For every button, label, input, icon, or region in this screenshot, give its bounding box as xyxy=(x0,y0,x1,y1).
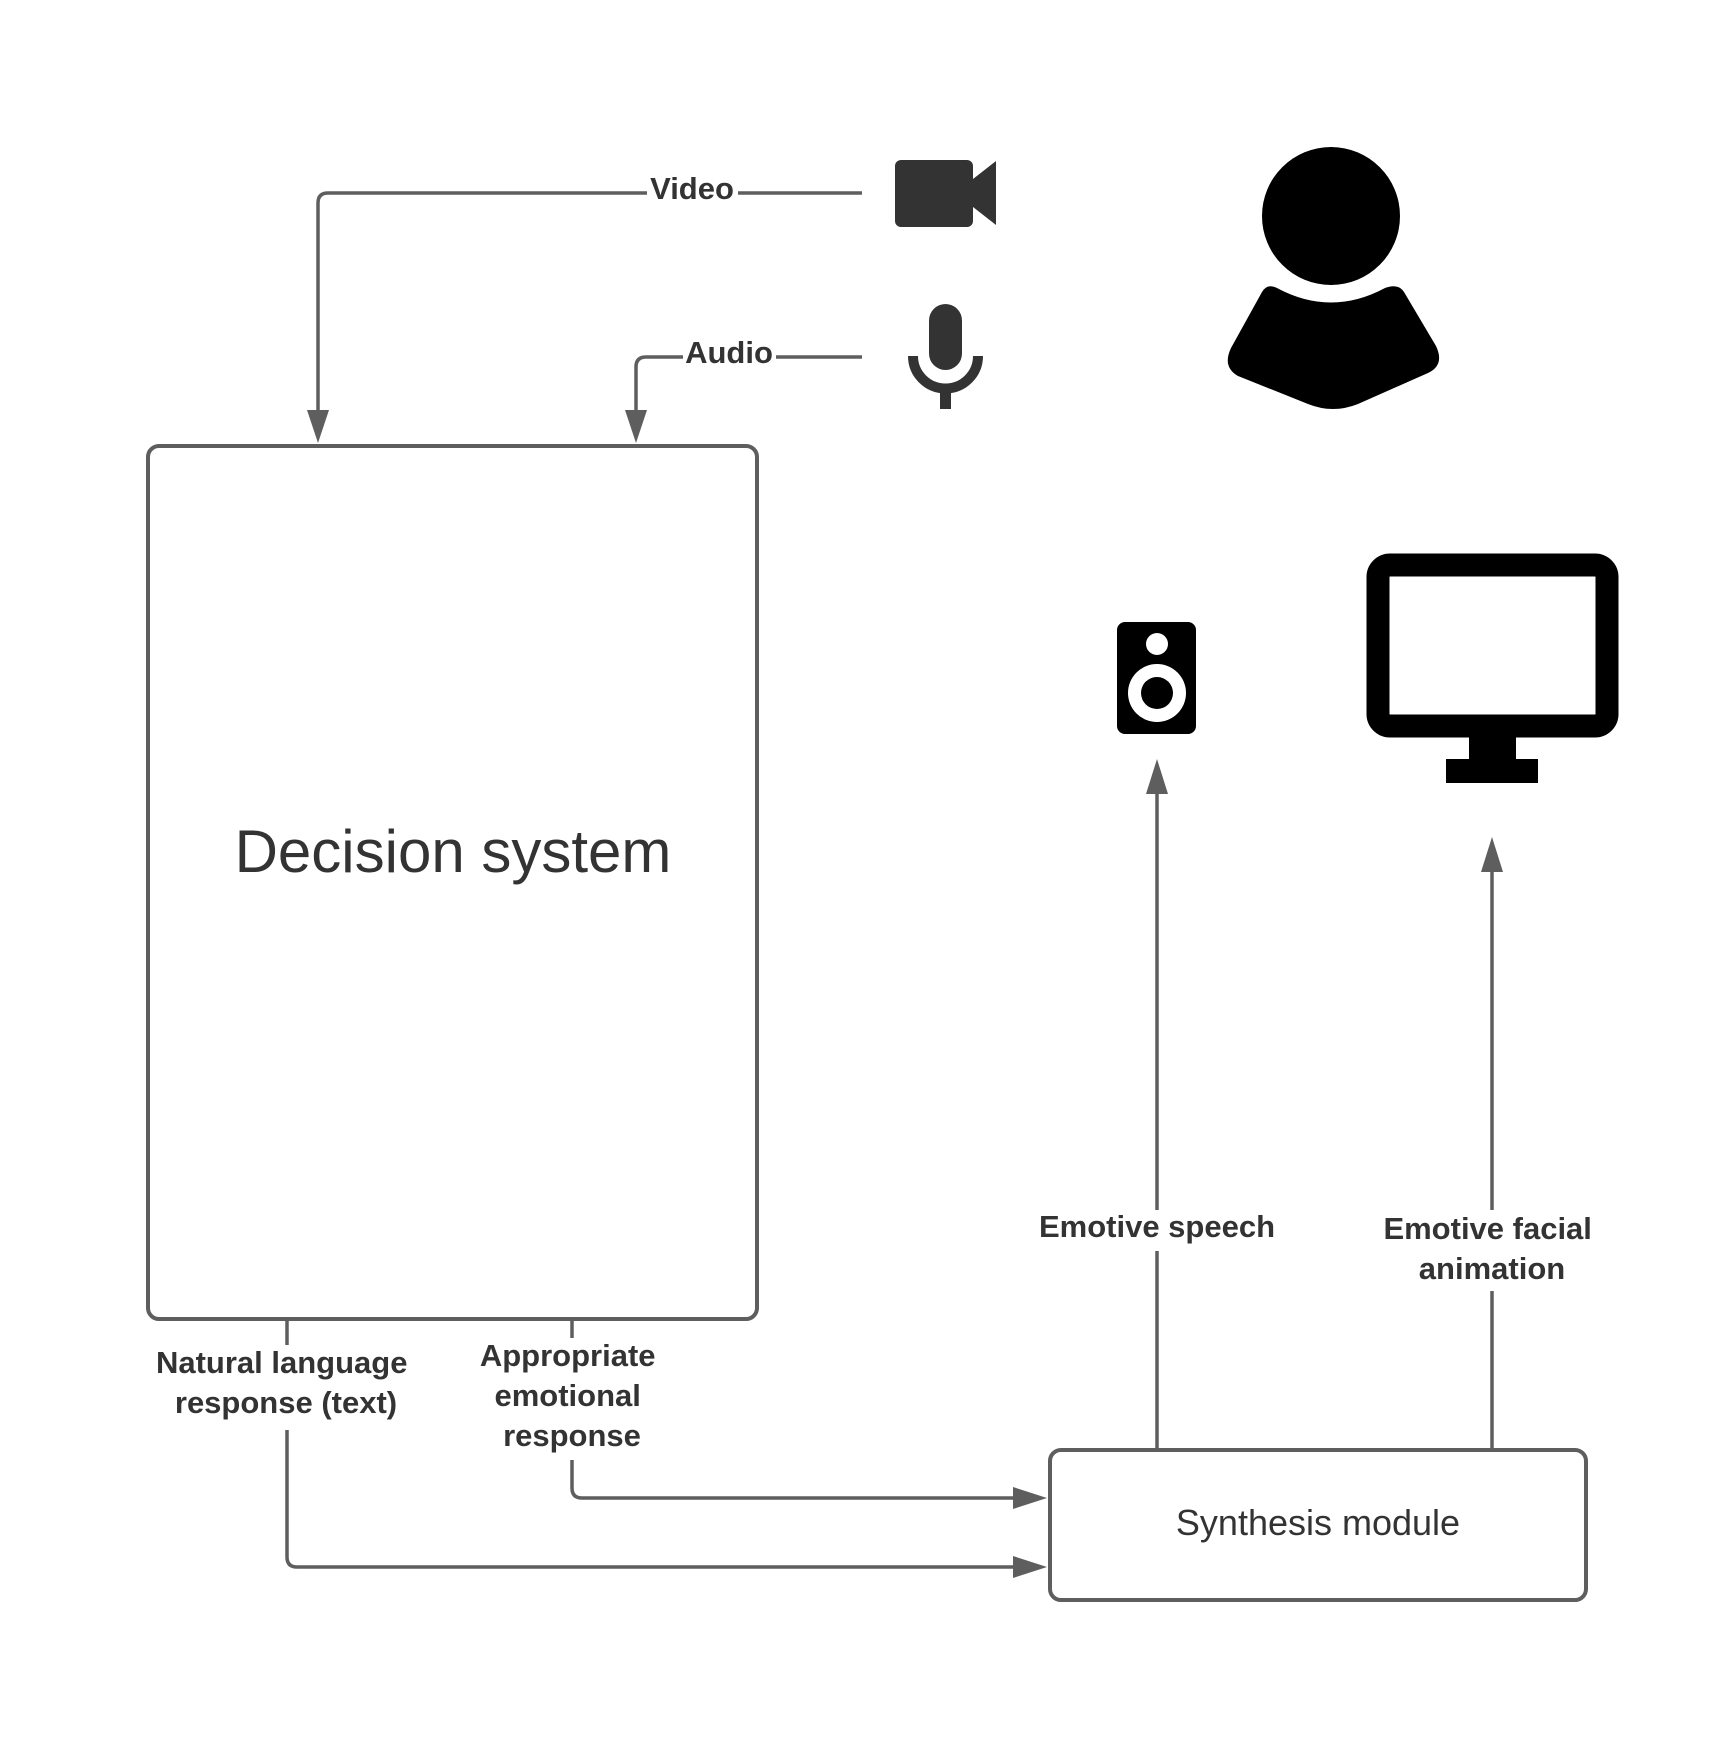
microphone-icon xyxy=(908,304,983,409)
emotional-response-label-line3: response xyxy=(503,1418,641,1453)
video-connector: Video xyxy=(307,171,862,443)
audio-label: Audio xyxy=(685,335,773,370)
user-icon xyxy=(1227,147,1440,409)
emotional-response-label: Appropriate emotional response xyxy=(480,1338,664,1453)
decision-system-label: Decision system xyxy=(235,818,672,885)
audio-connector: Audio xyxy=(625,335,862,443)
natural-language-label: Natural language response (text) xyxy=(156,1345,416,1420)
emotive-facial-label-line1: Emotive facial xyxy=(1383,1211,1591,1246)
video-camera-icon xyxy=(895,160,996,227)
emotional-response-label-line1: Appropriate xyxy=(480,1338,656,1373)
emotive-facial-label-line2: animation xyxy=(1419,1251,1565,1286)
speaker-icon xyxy=(1117,622,1196,734)
natural-language-connector: Natural language response (text) xyxy=(156,1321,1047,1578)
emotional-response-label-line2: emotional xyxy=(494,1378,640,1413)
natural-language-label-line1: Natural language xyxy=(156,1345,408,1380)
synthesis-module-label: Synthesis module xyxy=(1176,1502,1460,1543)
emotive-speech-connector: Emotive speech xyxy=(1039,759,1275,1449)
monitor-icon xyxy=(1366,553,1619,783)
emotive-facial-label: Emotive facial animation xyxy=(1383,1211,1600,1286)
decision-system-node[interactable]: Decision system xyxy=(146,444,759,1321)
video-label: Video xyxy=(650,171,734,206)
natural-language-label-line2: response (text) xyxy=(175,1385,397,1420)
emotive-facial-connector: Emotive facial animation xyxy=(1383,837,1600,1449)
synthesis-module-node[interactable]: Synthesis module xyxy=(1048,1448,1588,1602)
emotional-response-connector: Appropriate emotional response xyxy=(480,1321,1047,1509)
emotive-speech-label: Emotive speech xyxy=(1039,1209,1275,1244)
